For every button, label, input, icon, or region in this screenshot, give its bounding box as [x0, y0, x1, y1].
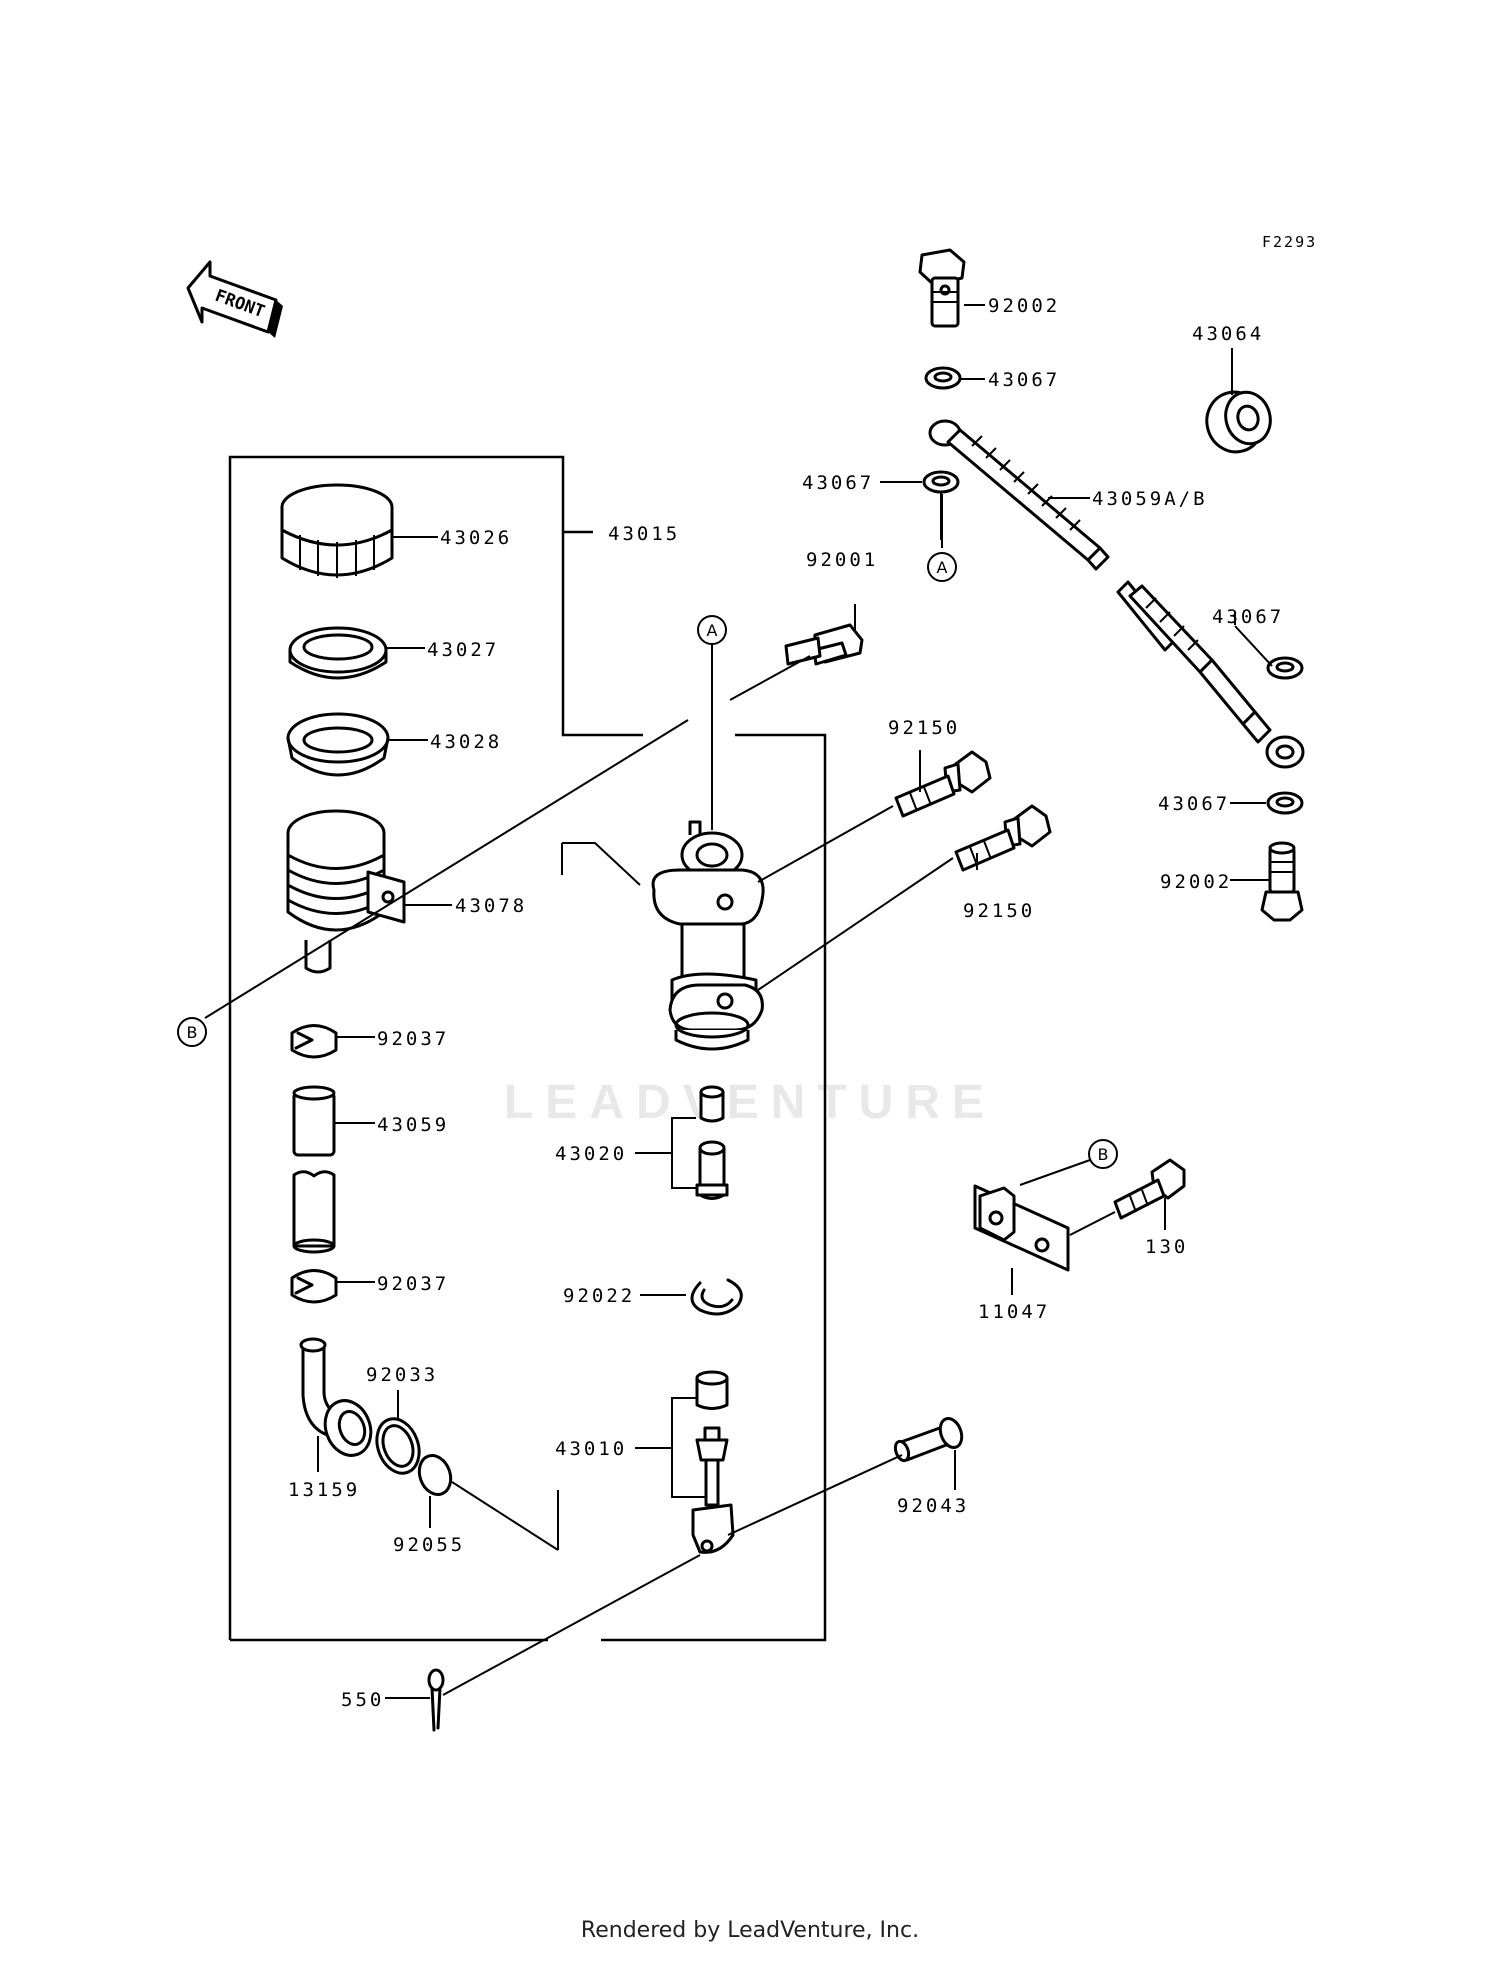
washer-43067-a — [924, 366, 962, 390]
label-92150-b: 92150 — [963, 900, 1035, 922]
reservoir-body — [286, 809, 406, 974]
bolt-130 — [1113, 1158, 1186, 1220]
label-550: 550 — [341, 1689, 384, 1711]
ref-circle-b-left: B — [177, 1017, 207, 1047]
banjo-bolt-bottom — [1260, 841, 1304, 922]
master-cylinder-body — [651, 820, 765, 1051]
assembly-frame — [228, 455, 827, 1642]
label-92033: 92033 — [366, 1364, 438, 1386]
brake-hose-43059ab — [928, 419, 1305, 769]
hose-clip-bottom — [290, 1269, 338, 1304]
front-arrow-icon: FRONT — [186, 260, 283, 338]
label-92001: 92001 — [806, 549, 878, 571]
label-13159: 13159 — [288, 1479, 360, 1501]
reservoir-cap — [280, 483, 394, 578]
label-43067-b: 43067 — [1212, 606, 1284, 628]
label-43010: 43010 — [555, 1438, 627, 1460]
label-43067-c: 43067 — [802, 472, 874, 494]
bolt-92150-lower — [954, 804, 1052, 872]
label-11047: 11047 — [978, 1301, 1050, 1323]
pin-92043 — [893, 1416, 964, 1463]
label-43059: 43059 — [377, 1114, 449, 1136]
label-43067-d: 43067 — [1158, 793, 1230, 815]
label-92055: 92055 — [393, 1534, 465, 1556]
ref-circle-a-top: A — [927, 552, 957, 582]
label-92043: 92043 — [897, 1495, 969, 1517]
figure-code: F2293 — [1262, 233, 1317, 251]
washer-43067-b — [1266, 656, 1304, 680]
banjo-bolt-top — [918, 248, 966, 328]
label-43078: 43078 — [455, 895, 527, 917]
hose-clip-top — [290, 1024, 338, 1059]
fitting-43020 — [695, 1085, 729, 1200]
ref-b-label-left: B — [187, 1023, 198, 1042]
watermark: LEADVENTURE — [504, 1076, 996, 1129]
washer-43067-d — [1266, 791, 1304, 815]
label-43028: 43028 — [430, 731, 502, 753]
bolt-92150-upper — [894, 750, 992, 818]
label-43059ab: 43059A/B — [1092, 488, 1208, 510]
label-43064: 43064 — [1192, 323, 1264, 345]
label-43026: 43026 — [440, 527, 512, 549]
elbow-fitting — [299, 1337, 373, 1457]
diaphragm — [286, 712, 390, 777]
label-43067-a: 43067 — [988, 369, 1060, 391]
leader-lines — [204, 304, 1273, 1699]
label-130: 130 — [1145, 1236, 1188, 1258]
circlip-92022 — [690, 1278, 743, 1316]
label-43015: 43015 — [608, 523, 680, 545]
label-43027: 43027 — [427, 639, 499, 661]
label-92037-b: 92037 — [377, 1273, 449, 1295]
part-labels: 92002 43067 43064 43067 43059A/B 43026 4… — [288, 295, 1284, 1711]
ref-b-label-bracket: B — [1098, 1145, 1109, 1164]
o-ring-92055 — [417, 1454, 453, 1496]
bolt-92001 — [784, 623, 864, 666]
washer-43067-c — [922, 470, 960, 494]
ref-a-label-body: A — [707, 621, 718, 640]
label-92150-a: 92150 — [888, 717, 960, 739]
label-92002-top: 92002 — [988, 295, 1060, 317]
footer-credit: Rendered by LeadVenture, Inc. — [580, 1918, 920, 1943]
grommet-43064 — [1205, 390, 1272, 454]
label-92022: 92022 — [563, 1285, 635, 1307]
ref-circle-a-body: A — [697, 615, 727, 645]
label-92002-bottom: 92002 — [1160, 871, 1232, 893]
ref-circle-b-bracket: B — [1088, 1139, 1118, 1169]
piston-assembly-43010 — [691, 1370, 735, 1554]
bracket-11047 — [973, 1184, 1070, 1272]
label-92037-a: 92037 — [377, 1028, 449, 1050]
label-43020: 43020 — [555, 1143, 627, 1165]
reservoir-hose — [292, 1085, 336, 1254]
ref-a-label-top: A — [937, 558, 948, 577]
cotter-pin-550 — [427, 1668, 445, 1732]
diaphragm-plate — [288, 626, 388, 680]
circlip-92033 — [375, 1417, 421, 1475]
